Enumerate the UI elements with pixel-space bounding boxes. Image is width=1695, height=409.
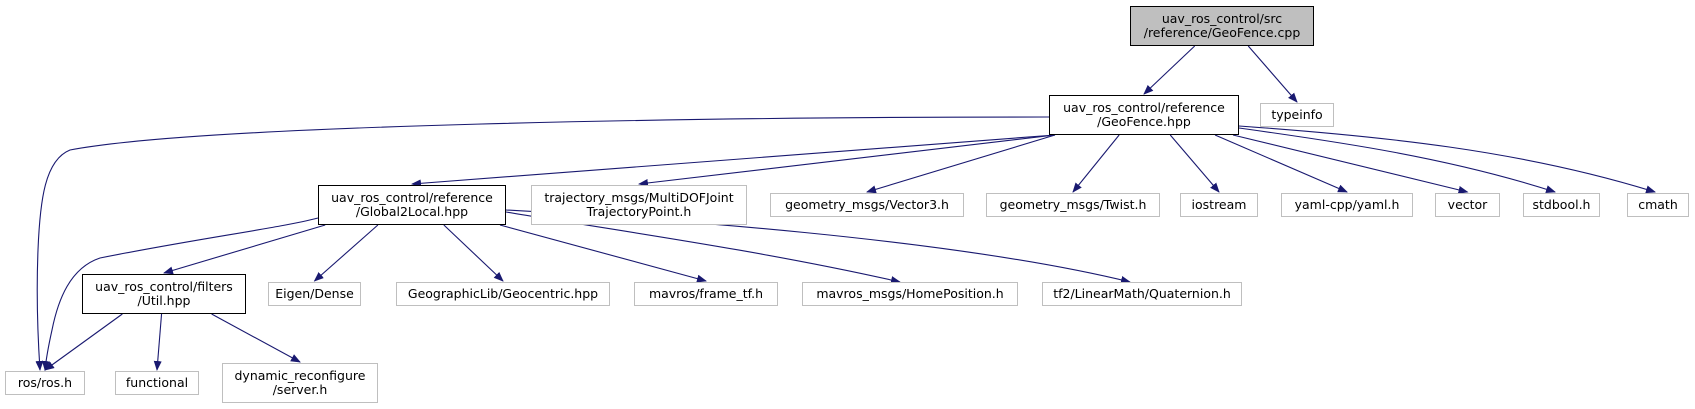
node-label-line: geometry_msgs/Twist.h xyxy=(999,197,1147,212)
node-geometry-msgs-twist-h: geometry_msgs/Twist.h xyxy=(986,193,1160,217)
node-ros-ros-h: ros/ros.h xyxy=(5,371,85,395)
edge-n3-n18 xyxy=(41,217,319,371)
node-uav-ros-control-filters-util-hpp[interactable]: uav_ros_control/filters/Util.hpp xyxy=(82,274,246,314)
node-iostream: iostream xyxy=(1180,193,1258,217)
edge-n3-n14 xyxy=(443,224,504,282)
node-label: typeinfo xyxy=(1271,108,1322,122)
node-label-line: stdbool.h xyxy=(1532,197,1591,212)
node-label-line: /GeoFence.hpp xyxy=(1097,114,1191,129)
node-vector: vector xyxy=(1435,193,1500,217)
edge-n1-n11 xyxy=(1238,125,1656,194)
node-label-line: tf2/LinearMath/Quaternion.h xyxy=(1053,286,1231,301)
node-label: mavros/frame_tf.h xyxy=(649,287,763,301)
node-label: cmath xyxy=(1638,198,1678,212)
node-geometry-msgs-vector3-h: geometry_msgs/Vector3.h xyxy=(770,193,964,217)
edge-n12-n18 xyxy=(44,313,123,371)
node-typeinfo: typeinfo xyxy=(1260,103,1334,127)
node-label: dynamic_reconfigure/server.h xyxy=(235,369,366,397)
node-label-line: /Util.hpp xyxy=(137,293,191,308)
edge-n1-n10 xyxy=(1238,127,1556,194)
edge-n0-n2 xyxy=(1247,45,1298,103)
node-label-line: uav_ros_control/reference xyxy=(1063,100,1225,115)
edge-n3-n12 xyxy=(163,224,326,275)
edge-n1-n5 xyxy=(866,134,1056,194)
node-label: tf2/LinearMath/Quaternion.h xyxy=(1053,287,1231,301)
node-label: uav_ros_control/reference/Global2Local.h… xyxy=(331,191,493,219)
node-label: iostream xyxy=(1192,198,1247,212)
node-label-line: geometry_msgs/Vector3.h xyxy=(785,197,949,212)
node-stdbool-h: stdbool.h xyxy=(1523,193,1600,217)
node-label-line: /server.h xyxy=(272,382,328,397)
edge-n3-n13 xyxy=(313,224,379,282)
node-label-line: /Global2Local.hpp xyxy=(355,204,469,219)
node-label: uav_ros_control/reference/GeoFence.hpp xyxy=(1063,101,1225,129)
edge-n1-n8 xyxy=(1214,134,1348,193)
node-mavros-frame-tf-h: mavros/frame_tf.h xyxy=(634,282,778,306)
edge-n0-n1 xyxy=(1143,45,1196,95)
node-label-line: GeographicLib/Geocentric.hpp xyxy=(407,286,599,301)
node-label-line: uav_ros_control/src xyxy=(1161,11,1283,26)
node-label-line: mavros_msgs/HomePosition.h xyxy=(816,286,1004,301)
node-label: geometry_msgs/Vector3.h xyxy=(785,198,949,212)
edge-n1-n3 xyxy=(411,134,1056,188)
node-uav-ros-control-src-reference-geofence-cpp: uav_ros_control/src/reference/GeoFence.c… xyxy=(1130,6,1314,46)
node-label: mavros_msgs/HomePosition.h xyxy=(816,287,1003,301)
edge-n3-n15 xyxy=(499,224,707,283)
node-cmath: cmath xyxy=(1627,193,1689,217)
node-label: geometry_msgs/Twist.h xyxy=(1000,198,1147,212)
node-label-line: ros/ros.h xyxy=(17,375,73,390)
node-label: ros/ros.h xyxy=(18,376,72,390)
node-label-line: uav_ros_control/filters xyxy=(95,279,233,294)
node-label: uav_ros_control/src/reference/GeoFence.c… xyxy=(1144,12,1301,40)
node-label-line: Eigen/Dense xyxy=(275,286,354,301)
node-geographiclib-geocentric-hpp: GeographicLib/Geocentric.hpp xyxy=(396,282,610,306)
node-label: uav_ros_control/filters/Util.hpp xyxy=(95,280,233,308)
node-yaml-cpp-yaml-h: yaml-cpp/yaml.h xyxy=(1281,193,1413,217)
node-label-line: typeinfo xyxy=(1271,107,1323,122)
node-label: vector xyxy=(1448,198,1488,212)
node-label: GeographicLib/Geocentric.hpp xyxy=(408,287,598,301)
node-label: functional xyxy=(126,376,188,390)
edge-n12-n20 xyxy=(211,313,301,363)
node-label-line: vector xyxy=(1447,197,1488,212)
edge-n12-n19 xyxy=(153,313,163,371)
node-label: Eigen/Dense xyxy=(275,287,354,301)
edge-n1-n4 xyxy=(638,134,1056,187)
node-label-line: dynamic_reconfigure xyxy=(234,368,366,383)
node-uav-ros-control-reference-global2local-hpp[interactable]: uav_ros_control/reference/Global2Local.h… xyxy=(318,185,506,225)
node-label-line: trajectory_msgs/MultiDOFJoint xyxy=(544,190,734,205)
node-eigen-dense: Eigen/Dense xyxy=(268,282,361,306)
node-label-line: uav_ros_control/reference xyxy=(331,190,493,205)
node-label-line: TrajectoryPoint.h xyxy=(586,204,692,219)
edge-n1-n7 xyxy=(1169,134,1220,193)
edge-n1-n18 xyxy=(35,116,1050,371)
node-label: yaml-cpp/yaml.h xyxy=(1295,198,1400,212)
node-label-line: functional xyxy=(125,375,189,390)
edge-n1-n9 xyxy=(1232,134,1469,194)
node-label: stdbool.h xyxy=(1533,198,1591,212)
edge-n1-n6 xyxy=(1072,134,1120,193)
node-label-line: /reference/GeoFence.cpp xyxy=(1143,25,1301,40)
node-tf2-linearmath-quaternion-h: tf2/LinearMath/Quaternion.h xyxy=(1042,282,1242,306)
node-dynamic-reconfigure-server-h: dynamic_reconfigure/server.h xyxy=(222,363,378,403)
node-label-line: iostream xyxy=(1191,197,1247,212)
node-label-line: cmath xyxy=(1638,197,1678,212)
node-mavros-msgs-homeposition-h: mavros_msgs/HomePosition.h xyxy=(802,282,1018,306)
node-uav-ros-control-reference-geofence-hpp[interactable]: uav_ros_control/reference/GeoFence.hpp xyxy=(1049,95,1239,135)
node-functional: functional xyxy=(115,371,199,395)
node-label-line: mavros/frame_tf.h xyxy=(648,286,764,301)
node-label-line: yaml-cpp/yaml.h xyxy=(1294,197,1400,212)
